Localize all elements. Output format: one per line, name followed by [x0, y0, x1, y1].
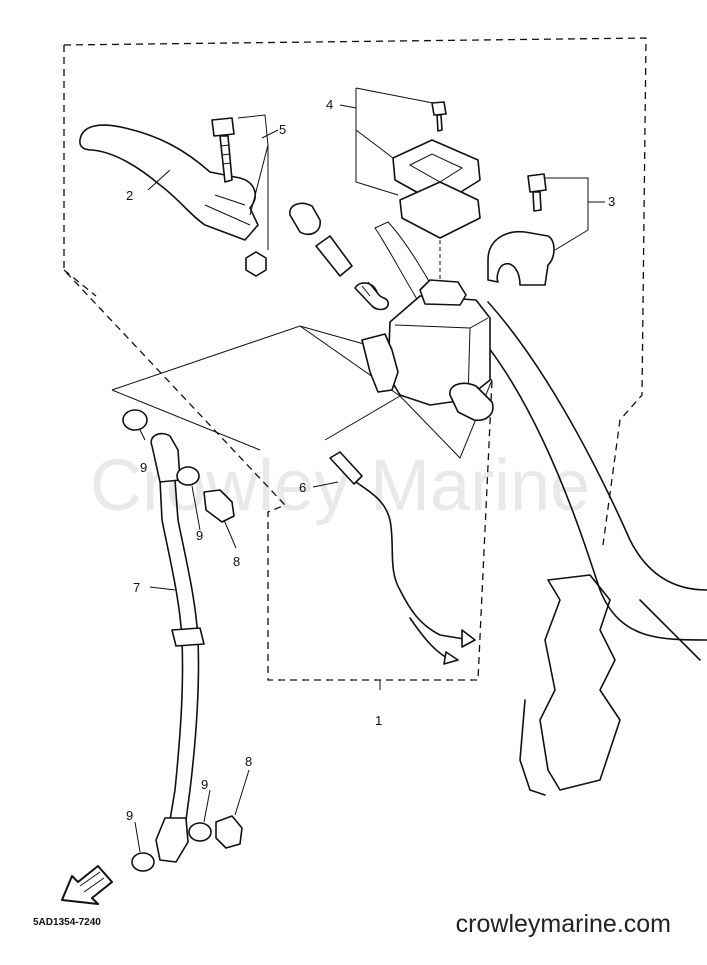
union-bolt-upper — [203, 489, 235, 523]
hose-lower-fitting — [155, 817, 189, 863]
clamp-bolt — [527, 173, 547, 212]
piston — [315, 235, 353, 277]
callout-7: 7 — [133, 580, 140, 595]
brake-light-switch — [329, 451, 363, 485]
lever-bracket — [361, 333, 399, 393]
copper-washer-2 — [176, 466, 200, 486]
callout-9-c: 9 — [201, 777, 208, 792]
fork-bracket — [539, 574, 621, 791]
reservoir-diaphragm — [399, 181, 481, 239]
union-bolt-lower — [215, 815, 243, 849]
brake-lever — [79, 124, 259, 241]
callout-4: 4 — [326, 97, 333, 112]
callout-2: 2 — [126, 188, 133, 203]
callout-9-d: 9 — [126, 808, 133, 823]
site-label: crowleymarine.com — [455, 910, 671, 938]
outlet-fitting — [449, 382, 494, 422]
copper-washer-3 — [188, 822, 212, 842]
brake-hose — [159, 479, 184, 821]
fork-tube — [519, 599, 701, 796]
handlebar — [469, 301, 707, 641]
switch-connector-b — [443, 651, 459, 665]
leader-lines — [134, 104, 605, 853]
switch-connector-a — [461, 629, 476, 648]
hose-grommet — [171, 627, 205, 647]
callout-1: 1 — [375, 713, 382, 728]
hose-kit-boundary — [63, 269, 97, 297]
callout-6: 6 — [299, 480, 306, 495]
lever-pivot-bolt — [211, 117, 235, 183]
lever-pivot-nut — [245, 251, 267, 277]
callout-8-upper: 8 — [233, 554, 240, 569]
callout-3: 3 — [608, 194, 615, 209]
cap-screw — [431, 101, 447, 132]
copper-washer-1 — [122, 409, 148, 431]
copper-washer-4 — [131, 852, 155, 872]
reservoir-cap — [392, 139, 481, 206]
front-direction-arrow-icon — [61, 865, 113, 905]
boot-dust-seal — [289, 202, 321, 236]
piston-spring — [354, 282, 389, 311]
reservoir-mount — [419, 279, 467, 306]
callout-5: 5 — [279, 122, 286, 137]
callout-9-b: 9 — [196, 528, 203, 543]
part-code: 5AD1354-7240 — [33, 917, 101, 928]
master-cylinder-holder — [487, 231, 555, 286]
callout-8-lower: 8 — [245, 754, 252, 769]
assembly-boundary — [63, 37, 647, 681]
callout-9-a: 9 — [140, 460, 147, 475]
lever-detail — [204, 194, 251, 226]
switch-frame — [324, 395, 401, 441]
